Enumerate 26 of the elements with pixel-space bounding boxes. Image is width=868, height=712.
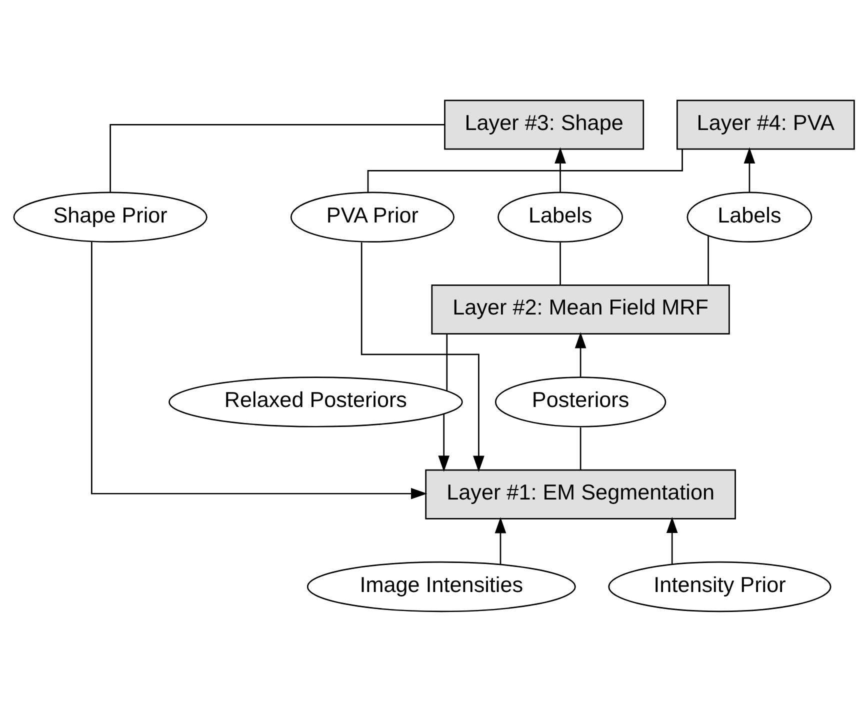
arrow: [744, 147, 756, 192]
connector: [110, 124, 445, 192]
arrow: [494, 517, 506, 564]
arrow: [574, 332, 586, 377]
arrow: [91, 242, 428, 500]
connector: [708, 236, 709, 285]
node-box: Layer #3: Shape: [444, 100, 644, 150]
connector: [446, 334, 448, 391]
node-ellipse: Labels: [686, 192, 812, 242]
arrow: [666, 516, 678, 564]
node-ellipse: Shape Prior: [13, 192, 208, 242]
node-ellipse: PVA Prior: [290, 192, 454, 242]
node-ellipse: Labels: [498, 192, 623, 242]
arrow: [554, 147, 566, 192]
node-box: Layer #4: PVA: [676, 100, 855, 150]
arrow: [360, 242, 484, 472]
arrow: [438, 414, 450, 472]
node-box: Layer #2: Mean Field MRF: [431, 284, 730, 335]
node-ellipse: Relaxed Posteriors: [168, 376, 463, 428]
connector: [560, 242, 561, 285]
node-ellipse: Posteriors: [494, 376, 666, 428]
connector: [580, 427, 582, 470]
connector: [367, 149, 683, 192]
node-ellipse: Intensity Prior: [608, 561, 832, 612]
node-ellipse: Image Intensities: [306, 561, 576, 612]
node-box: Layer #1: EM Segmentation: [425, 469, 736, 520]
